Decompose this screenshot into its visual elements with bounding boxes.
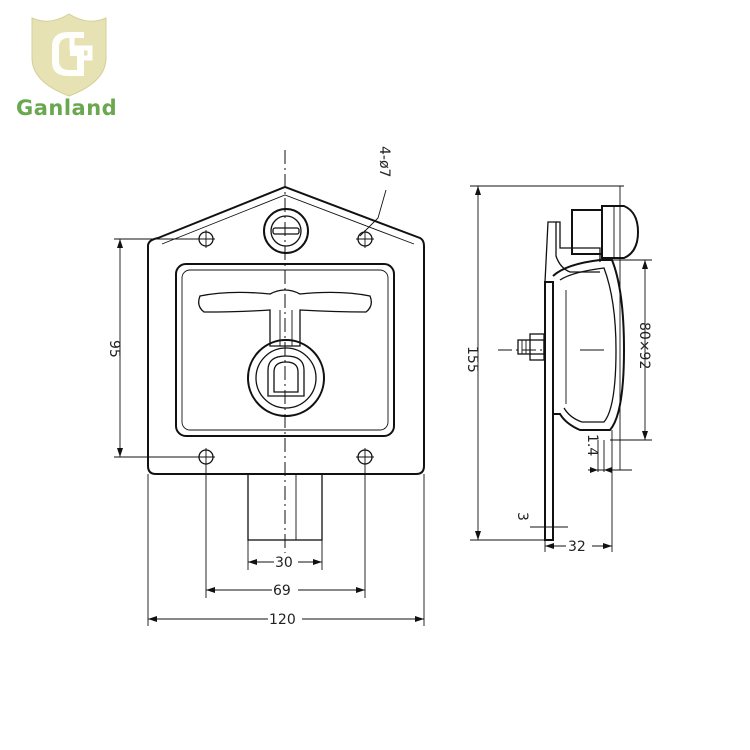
brand-name: Ganland (16, 96, 118, 120)
shield-icon (31, 13, 107, 97)
dim-height-front: 95 (106, 340, 122, 358)
dim-stem: 3 (514, 512, 530, 521)
t-handle (198, 289, 372, 347)
dim-hole-spacing: 69 (273, 583, 291, 599)
front-view: 4-ø7 95 30 69 120 (106, 146, 425, 628)
dim-shaft-width: 30 (275, 555, 293, 571)
dim-thickness: 1.4 (584, 434, 600, 456)
holes-callout: 4-ø7 (376, 146, 392, 177)
front-plate-outline (147, 185, 425, 475)
side-view: 155 80×92 1.4 3 32 (464, 185, 652, 555)
key-cylinder (263, 208, 309, 254)
dim-depth: 32 (568, 539, 586, 555)
latch-shaft (247, 473, 323, 541)
side-plate (544, 281, 554, 541)
dim-total-width: 120 (269, 612, 296, 628)
brand-logo (14, 10, 124, 130)
dim-total-height-side: 155 (464, 346, 480, 373)
side-housing (552, 259, 626, 431)
dim-cutout: 80×92 (636, 322, 652, 369)
paddle-boss (247, 339, 325, 417)
